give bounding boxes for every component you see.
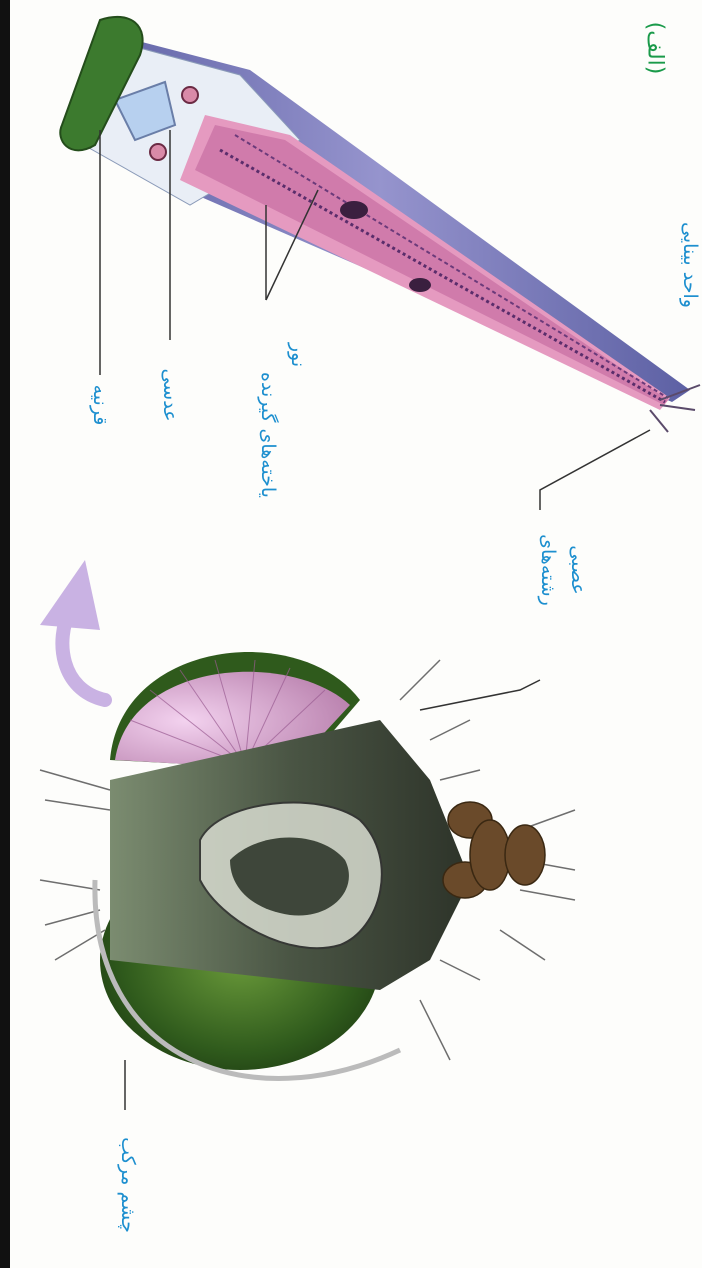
panel-label: (الف) <box>643 22 668 75</box>
ommatidium-label: واحد بینایی <box>679 222 701 308</box>
optic-nerve-label-line1: رشته‌های <box>537 534 559 606</box>
photoreceptor-label-line2: نور <box>287 343 309 367</box>
photoreceptor-label-line1: یاخته‌های گیرنده <box>257 372 279 498</box>
fly-head-drawing <box>40 652 575 1078</box>
ommatidium-drawing <box>60 17 700 432</box>
lens-label: عدسی <box>159 368 181 421</box>
cornea-label: قرنیه <box>89 385 111 426</box>
zoom-arrow <box>40 560 105 700</box>
compound-eye-label: چشم مرکب <box>117 1137 139 1233</box>
optic-nerve-label-line2: عصبی <box>567 545 589 594</box>
